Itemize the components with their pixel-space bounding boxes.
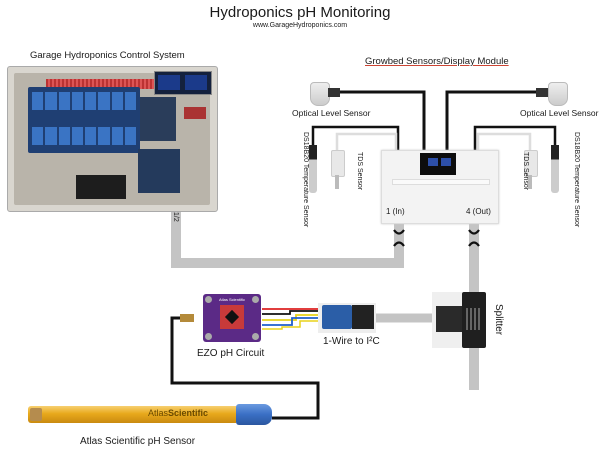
optical-level-sensor-left-icon <box>310 82 330 106</box>
tds-sensor-left-icon <box>331 150 345 177</box>
module-oled-display <box>420 153 456 175</box>
oled-displays <box>154 71 212 95</box>
onewire-i2c-label: 1-Wire to I²C <box>323 336 380 347</box>
temperature-sensor-right-label: DS18B20 Temperature Sensor <box>573 132 580 228</box>
control-system-enclosure <box>7 66 218 212</box>
control-system-label: Garage Hydroponics Control System <box>30 50 185 61</box>
wire-tds-left <box>335 132 398 152</box>
wire-blue <box>262 317 318 326</box>
ph-probe-body: AtlasScientific <box>28 406 236 423</box>
diagram-subtitle: www.GarageHydroponics.com <box>252 22 348 29</box>
bnc-connector <box>180 314 194 322</box>
wire-yellow-b <box>262 320 318 330</box>
ph-sensor-label: Atlas Scientific pH Sensor <box>80 436 196 447</box>
onewire-i2c-board <box>322 305 352 329</box>
module-slot <box>392 179 490 185</box>
splitter-icon <box>462 292 486 348</box>
relay-row-top <box>32 92 136 110</box>
tds-sensor-right-label: TDS Sensor <box>522 152 529 191</box>
esp32-board <box>76 175 126 199</box>
ezo-ph-circuit-board: Atlas Scientific <box>203 294 261 342</box>
wire-optical-right <box>445 90 540 152</box>
optical-level-sensor-left-label: Optical Level Sensor <box>292 108 371 118</box>
splitter-label: Splitter <box>493 304 504 336</box>
controller-board <box>140 97 176 141</box>
wire-black-signal <box>262 310 318 315</box>
crossover-out-icon <box>468 229 480 247</box>
port-in-label: 1 (In) <box>386 207 405 216</box>
port-out-label: 4 (Out) <box>466 207 491 216</box>
splitter-left-jack <box>436 306 462 332</box>
control-port-label: 1/2 <box>172 212 179 222</box>
optical-left-connector <box>328 88 340 97</box>
tds-right-probe <box>528 175 532 189</box>
tds-sensor-left-label: TDS Sensor <box>356 152 363 191</box>
wire-tds-right <box>476 132 532 152</box>
growbed-module-label: Growbed Sensors/Display Module <box>365 56 509 67</box>
growbed-display-module: 1 (In) 4 (Out) <box>381 150 499 224</box>
wire-temp-left <box>311 125 400 152</box>
power-connector <box>184 107 206 119</box>
mux-board <box>138 149 180 193</box>
optical-level-sensor-right-icon <box>548 82 568 106</box>
cable-control-to-in <box>171 210 404 268</box>
optical-right-connector <box>536 88 548 97</box>
wire-temp-right <box>473 125 557 152</box>
optical-level-sensor-right-label: Optical Level Sensor <box>520 108 599 118</box>
ezo-board-brand: Atlas Scientific <box>218 297 245 302</box>
diagram-title: Hydroponics pH Monitoring <box>209 4 391 21</box>
ribbon-cable <box>46 79 156 89</box>
relay-row-bottom <box>32 127 136 145</box>
temperature-sensor-right-icon <box>551 145 559 193</box>
ph-probe-brand: AtlasScientific <box>148 408 209 418</box>
relay-board <box>28 87 140 153</box>
onewire-rj-jack <box>352 305 374 329</box>
temperature-sensor-left-icon <box>309 145 317 193</box>
crossover-in-icon <box>393 229 405 247</box>
wire-ph-probe <box>170 316 320 420</box>
temperature-sensor-left-label: DS18B20 Temperature Sensor <box>302 132 309 228</box>
ph-probe-cap <box>236 404 272 425</box>
ezo-circuit-label: EZO pH Circuit <box>197 348 265 359</box>
tds-left-probe <box>335 175 339 189</box>
ezo-chip <box>220 305 244 329</box>
wire-optical-left <box>340 90 426 152</box>
